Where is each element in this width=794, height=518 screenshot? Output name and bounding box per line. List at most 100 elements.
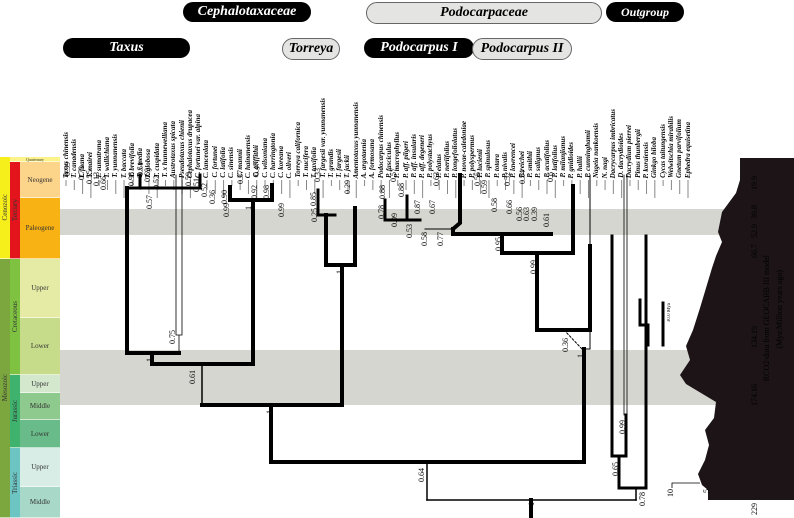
taxon-label: N. nagi bbox=[600, 156, 609, 178]
branch bbox=[638, 298, 650, 347]
taxon-label: Cycas taitungensis bbox=[658, 124, 667, 178]
co2-tick: 52.9 bbox=[750, 224, 759, 238]
branch bbox=[125, 173, 202, 190]
branch bbox=[617, 234, 648, 490]
support-value: 0.6 bbox=[546, 172, 555, 182]
support-value: 0.65 bbox=[611, 462, 620, 476]
support-value: 0.58 bbox=[420, 232, 429, 246]
taxon-label: Dacrycarpus imbricatus bbox=[608, 108, 617, 178]
support-value: 0.57 bbox=[145, 195, 154, 209]
co2-curve bbox=[680, 158, 794, 500]
taxon-label: P. cunninghamii bbox=[583, 130, 592, 178]
co2-tick: 229 bbox=[750, 503, 759, 515]
epoch-neogene: Neogene bbox=[20, 162, 60, 198]
period-jurassic: Jurassic bbox=[10, 375, 20, 448]
epoch-jurassic-upper: Upper bbox=[20, 375, 60, 393]
co2-tick: 66.7 bbox=[750, 244, 759, 258]
period-label: Quaternary bbox=[26, 156, 44, 162]
taxon-label: Austrotaxus spicata bbox=[169, 121, 178, 178]
support-value: 0.78 bbox=[638, 492, 647, 506]
branch bbox=[500, 184, 575, 255]
taxon-label: C. sinensis bbox=[227, 146, 236, 178]
support-value: 0.99 bbox=[618, 420, 627, 434]
co2-unit-note: (Mya:Million years ago) bbox=[775, 270, 784, 349]
support-value: 0.77 bbox=[436, 232, 445, 246]
taxon-label: Ephedra equisetina bbox=[683, 121, 692, 178]
taxon-label: C. fortunei bbox=[210, 146, 219, 178]
epoch-cretaceous-upper: Upper bbox=[20, 259, 60, 318]
support-value: 0.99 bbox=[222, 203, 231, 217]
taxon-label: T. nucifera bbox=[302, 146, 310, 178]
taxon-label: T. fargesii var. yunnanensis bbox=[318, 98, 327, 178]
co2-scale-tick: 5 bbox=[702, 489, 711, 493]
support-value: 0.29 bbox=[343, 180, 352, 194]
support-value: 0.75 bbox=[168, 330, 177, 344]
tree-backbone bbox=[125, 173, 665, 518]
branch bbox=[383, 194, 422, 222]
support-value: 0.54 bbox=[518, 170, 527, 184]
support-value: 0.78 bbox=[377, 205, 386, 219]
clade-label-taxus: Taxus bbox=[63, 38, 190, 58]
support-value: 0.69 bbox=[143, 168, 152, 182]
taxon-label: T. wallichiana bbox=[102, 137, 111, 178]
period-cretaceous: Cretaceous bbox=[10, 259, 20, 375]
support-value: 0.36 bbox=[208, 190, 217, 204]
taxon-label: T. jackii bbox=[343, 154, 352, 178]
taxon-label: Pseudotaxus chienii bbox=[177, 119, 186, 178]
taxon-label: T. x hunnewelliana bbox=[161, 122, 170, 178]
taxon-label: P. aff. pilgeri bbox=[401, 140, 410, 178]
taxon-label: Gnetum parvifolium bbox=[675, 119, 684, 178]
taxon-label: Torreya californica bbox=[293, 122, 302, 178]
taxon-label: C. latifolia bbox=[219, 147, 228, 178]
co2-tick: 174.16 bbox=[750, 384, 759, 406]
co2-tick: 39.8 bbox=[750, 205, 759, 219]
taxon-label: C. oliveri bbox=[285, 151, 294, 178]
epoch-paleogene: Paleogene bbox=[20, 198, 60, 259]
taxon-label: Welwitschia mirabilis bbox=[666, 116, 675, 178]
epoch-label: Upper bbox=[31, 463, 49, 471]
branch bbox=[228, 183, 274, 202]
branch bbox=[450, 173, 462, 236]
taxon-label: A. argotaenia bbox=[360, 138, 369, 178]
taxon-label: A. formosana bbox=[368, 138, 377, 178]
branch bbox=[175, 174, 183, 354]
support-value: 0.99 bbox=[390, 213, 399, 227]
support-value: 0.99 bbox=[277, 203, 286, 217]
support-value: 0.63 bbox=[432, 172, 441, 186]
support-value: 0.36 bbox=[561, 338, 570, 352]
taxon-label: P. longefoliolatus bbox=[451, 127, 460, 178]
epoch-triassic-upper: Upper bbox=[20, 448, 60, 487]
taxon-label: C. hainanensis bbox=[243, 134, 252, 178]
taxon-label: P. totara bbox=[492, 154, 501, 178]
taxon-label: Amentotaxus yunnanensis bbox=[351, 101, 360, 178]
epoch-triassic-middle: Middle bbox=[20, 487, 60, 518]
clade-label-cephalotaxaceae: Cephalotaxaceae bbox=[183, 2, 311, 22]
support-value: 0.58 bbox=[490, 198, 499, 212]
support-value: 0.67 bbox=[428, 200, 437, 214]
branch bbox=[316, 188, 337, 217]
taxon-label: Dacrydium pierrei bbox=[625, 124, 634, 178]
support-value: 0.52 bbox=[152, 175, 161, 189]
support-value: 1 bbox=[335, 270, 344, 274]
support-value: 0.92 bbox=[250, 185, 259, 199]
support-value: 1 bbox=[145, 358, 154, 362]
scale-bar-label: 30.0 Mya bbox=[667, 303, 672, 323]
taxon-label: P. gnidioides bbox=[567, 141, 576, 178]
support-value: 0.33 bbox=[313, 168, 322, 182]
branch bbox=[623, 174, 628, 416]
taxon-label: Ginkgo biloba bbox=[650, 136, 659, 178]
support-value: 0.66 bbox=[505, 200, 514, 214]
taxon-label: Nageia nankoensis bbox=[592, 122, 601, 178]
period-quaternary: Quaternary bbox=[10, 157, 60, 162]
taxon-label: P. neriifolius bbox=[442, 141, 451, 178]
taxon-label: P. koraiensis bbox=[642, 141, 651, 178]
epoch-jurassic-lower: Lower bbox=[20, 420, 60, 448]
epoch-cretaceous-lower: Lower bbox=[20, 318, 60, 375]
clade-label-podocarpaceae: Podocarpaceae bbox=[366, 2, 602, 24]
support-value: 0.59 bbox=[63, 162, 72, 176]
taxon-label: C. harringtonia bbox=[268, 132, 277, 178]
branch bbox=[535, 244, 592, 332]
support-value: 1 bbox=[265, 410, 274, 414]
period-tertiary: Tertiary bbox=[10, 162, 20, 259]
support-value: 0.95 bbox=[494, 237, 503, 251]
